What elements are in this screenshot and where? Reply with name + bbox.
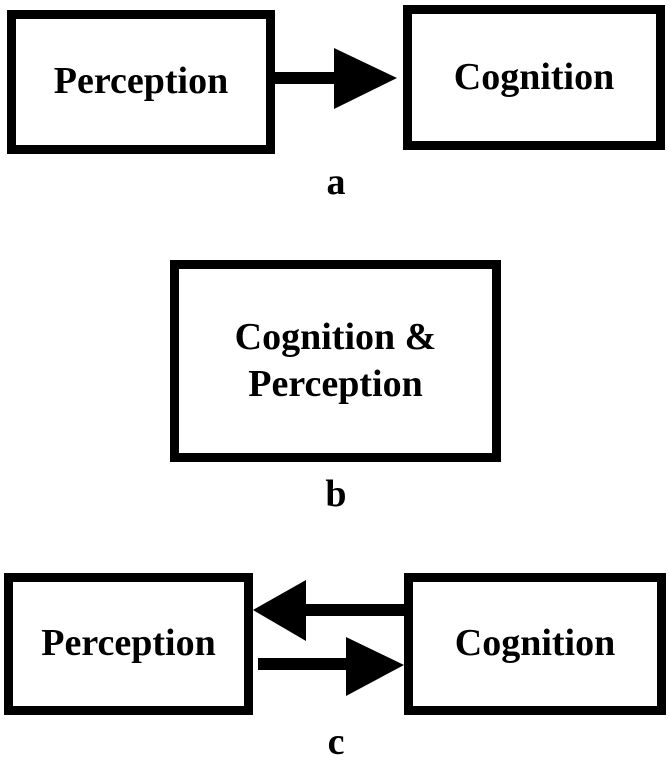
panel-b-combined-label-line1: Cognition & xyxy=(234,315,437,358)
panel-c-cognition-box: Cognition xyxy=(404,573,666,715)
panel-b-caption: b xyxy=(325,473,347,515)
panel-c-perception-box: Perception xyxy=(4,573,253,715)
panel-b-combined-label-line2: Perception xyxy=(248,363,423,405)
panel-b-combined-box: Cognition & Perception xyxy=(170,260,501,462)
panel-c-perception-label: Perception xyxy=(41,622,216,665)
panel-c-cognition-label: Cognition xyxy=(454,622,616,665)
panel-a-caption: a xyxy=(326,161,346,203)
panel-c-arrow-left xyxy=(253,580,404,641)
panel-a-cognition-label: Cognition xyxy=(453,55,615,98)
panel-a-arrow-right xyxy=(275,48,397,109)
panel-a-cognition-box: Cognition xyxy=(403,5,665,150)
panel-a-perception-box: Perception xyxy=(7,10,275,154)
panel-a-perception-label: Perception xyxy=(53,60,229,103)
panel-c-caption: c xyxy=(327,721,345,763)
panel-c-arrow-right xyxy=(258,637,404,696)
